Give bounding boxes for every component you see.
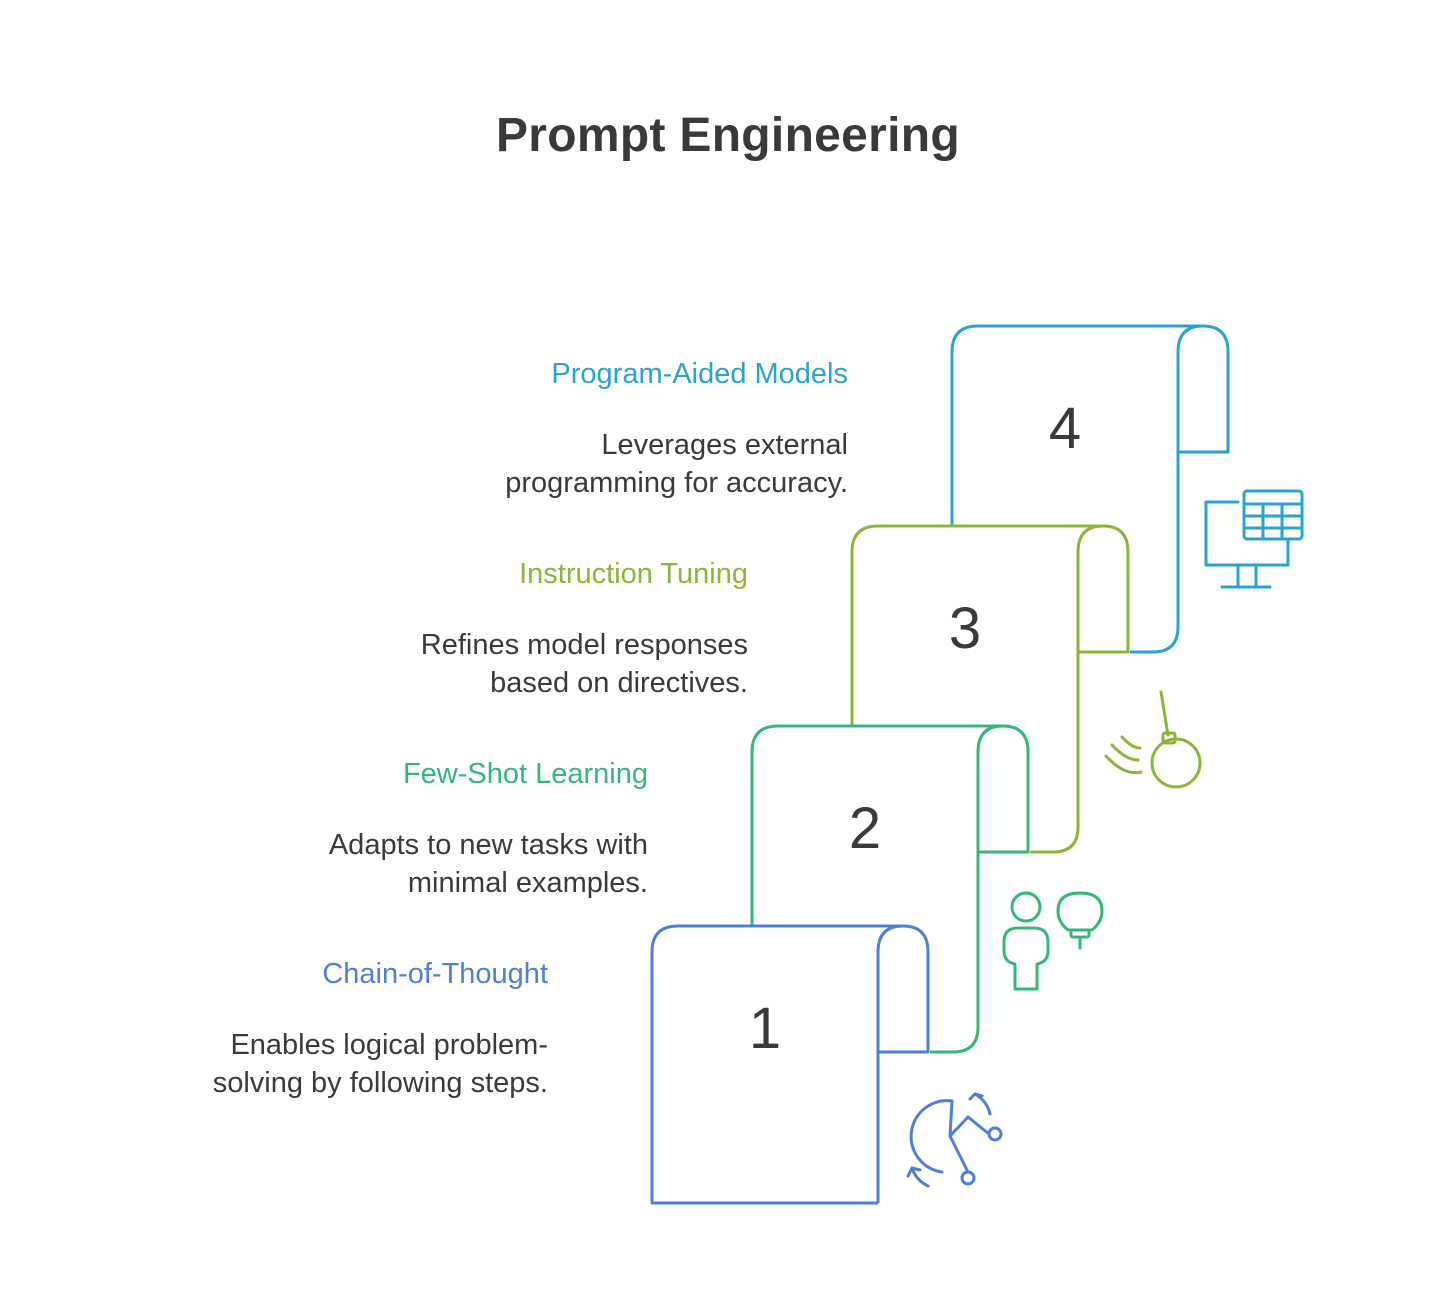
step-2-label: Few-Shot Learning [402,758,648,790]
step-1-scroll [650,924,930,1205]
step-3-number: 3 [949,596,981,661]
step-4-description: Leverages external programming for accur… [505,429,848,499]
step-2-scroll [750,724,1030,1054]
step-1-description: Enables logical problem- solving by foll… [212,1029,548,1099]
page-title: Prompt Engineering [495,109,961,162]
step-3-scroll [850,524,1130,854]
cycle-arrows-icon [906,1092,1003,1188]
monitor-spreadsheet-icon [1204,489,1304,589]
step-1-label: Chain-of-Thought [322,958,548,990]
step-4-label: Program-Aided Models [551,358,848,390]
person-lightbulb-icon [1002,891,1104,991]
step-2-description: Adapts to new tasks with minimal example… [328,829,648,899]
step-3-label: Instruction Tuning [519,558,748,590]
step-4-number: 4 [1049,396,1081,461]
step-4-scroll [950,324,1230,654]
step-1-number: 1 [749,996,781,1061]
wrecking-ball-icon [1104,690,1202,789]
step-3-description: Refines model responses based on directi… [420,629,748,699]
step-2-number: 2 [849,796,881,861]
